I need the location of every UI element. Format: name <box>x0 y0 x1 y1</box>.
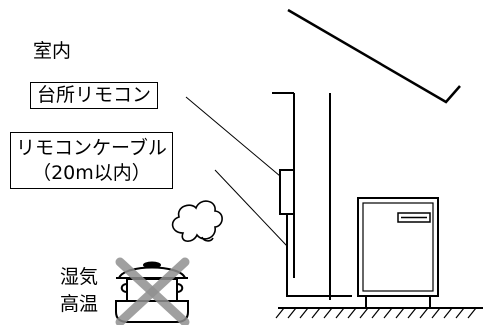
steam-cloud-icon <box>171 200 223 242</box>
junction-box <box>279 169 295 215</box>
prohibited-x-icon <box>115 257 190 325</box>
water-heater-unit <box>357 197 439 308</box>
high-temp-label: 高温 <box>60 293 99 315</box>
remote-cable-label: リモコンケーブル （20m以内） <box>10 132 173 190</box>
remote-cable-label-line1: リモコンケーブル <box>16 137 167 159</box>
room-label: 室内 <box>33 40 72 62</box>
ground-hatch <box>275 307 483 319</box>
humidity-label: 湿気 <box>60 266 99 288</box>
leader-cable <box>214 169 288 247</box>
remote-cable-label-line2: （20m以内） <box>32 161 151 184</box>
remote-cable <box>286 214 352 297</box>
roof-line <box>287 8 461 104</box>
kitchen-remote-label: 台所リモコン <box>30 82 159 109</box>
leader-kitchen-remote <box>185 96 281 177</box>
